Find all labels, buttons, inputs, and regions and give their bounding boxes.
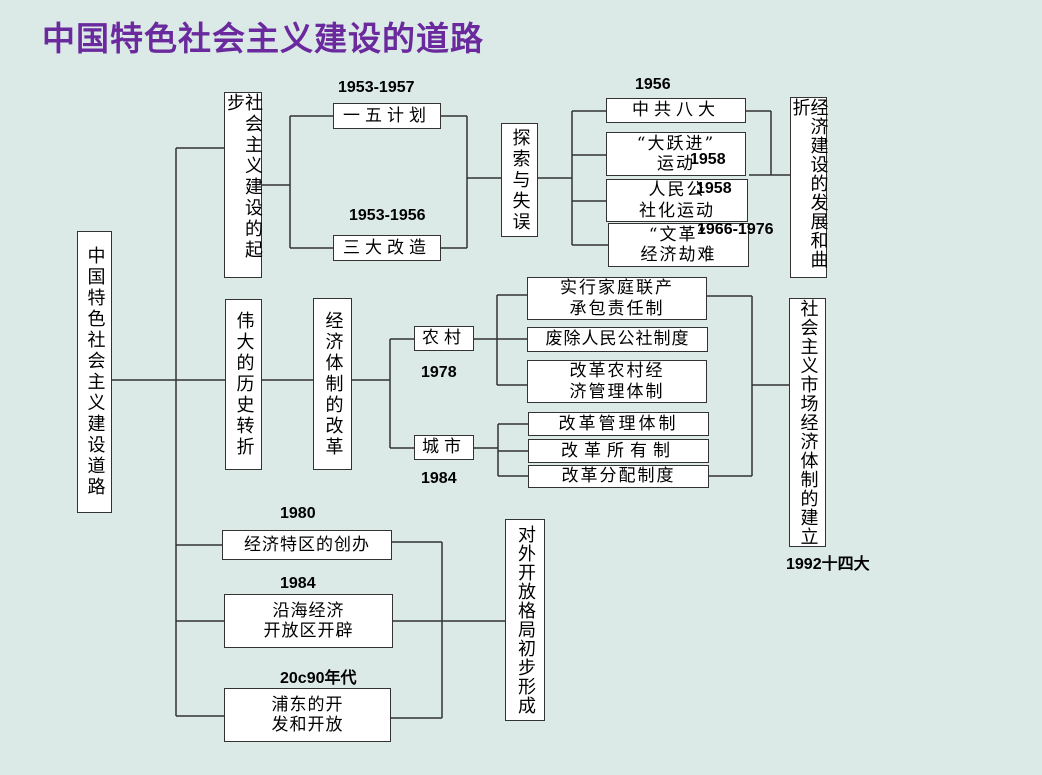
great-leap-box: “大跃进” 运动: [606, 132, 746, 176]
pudong-box: 浦东的开 发和开放: [224, 688, 391, 742]
label-1990s: 20c90年代: [280, 670, 357, 687]
label-1958-leap: 1958: [690, 151, 726, 168]
label-1958-communes: 1958: [696, 180, 732, 197]
rural-management-box: 改革农村经 济管理体制: [527, 360, 707, 403]
coastal-zones-box: 沿海经济 开放区开辟: [224, 594, 393, 648]
cultural-rev-box: “文革” 经济劫难: [608, 223, 749, 267]
communes-box: 人民公 社化运动: [606, 179, 748, 222]
exploration-box: 探索与失误: [501, 123, 538, 237]
label-1956: 1956: [635, 76, 671, 93]
five-year-plan-box: 一五计划: [333, 103, 441, 129]
abolish-communes-box: 废除人民公社制度: [527, 327, 708, 352]
label-1966-1976: 1966-1976: [697, 221, 774, 238]
household-contract-box: 实行家庭联产 承包责任制: [527, 277, 707, 320]
special-zones-box: 经济特区的创办: [222, 530, 392, 560]
urban-box: 城市: [414, 435, 474, 460]
three-transformations-box: 三大改造: [333, 235, 441, 261]
eighth-congress-box: 中共八大: [606, 98, 746, 123]
label-1953-1956: 1953-1956: [349, 207, 426, 224]
turning-point-node: 伟大的历史转折: [225, 299, 262, 470]
page-title: 中国特色社会主义建设的道路: [42, 19, 484, 58]
economic-development-box: 经济建设的发展和曲折: [790, 97, 829, 278]
distribution-reform-box: 改革分配制度: [528, 465, 709, 488]
label-1992: 1992十四大: [786, 556, 870, 573]
reform-box: 经济体制的改革: [313, 298, 352, 470]
market-economy-box: 社会主义市场经济体制的建立: [789, 298, 826, 547]
label-1978: 1978: [421, 364, 457, 381]
label-1953-1957: 1953-1957: [338, 79, 415, 96]
rural-box: 农村: [414, 326, 474, 351]
start-node: 社会主义建设的起步: [224, 92, 263, 278]
ownership-reform-box: 改革所有制: [528, 439, 709, 463]
label-1984-coastal: 1984: [280, 575, 316, 592]
opening-up-box: 对外开放格局初步形成: [505, 519, 545, 721]
label-1980: 1980: [280, 505, 316, 522]
label-1984-urban: 1984: [421, 470, 457, 487]
root-node: 中国特色社会主义建设道路: [77, 231, 112, 513]
management-reform-box: 改革管理体制: [528, 412, 709, 436]
